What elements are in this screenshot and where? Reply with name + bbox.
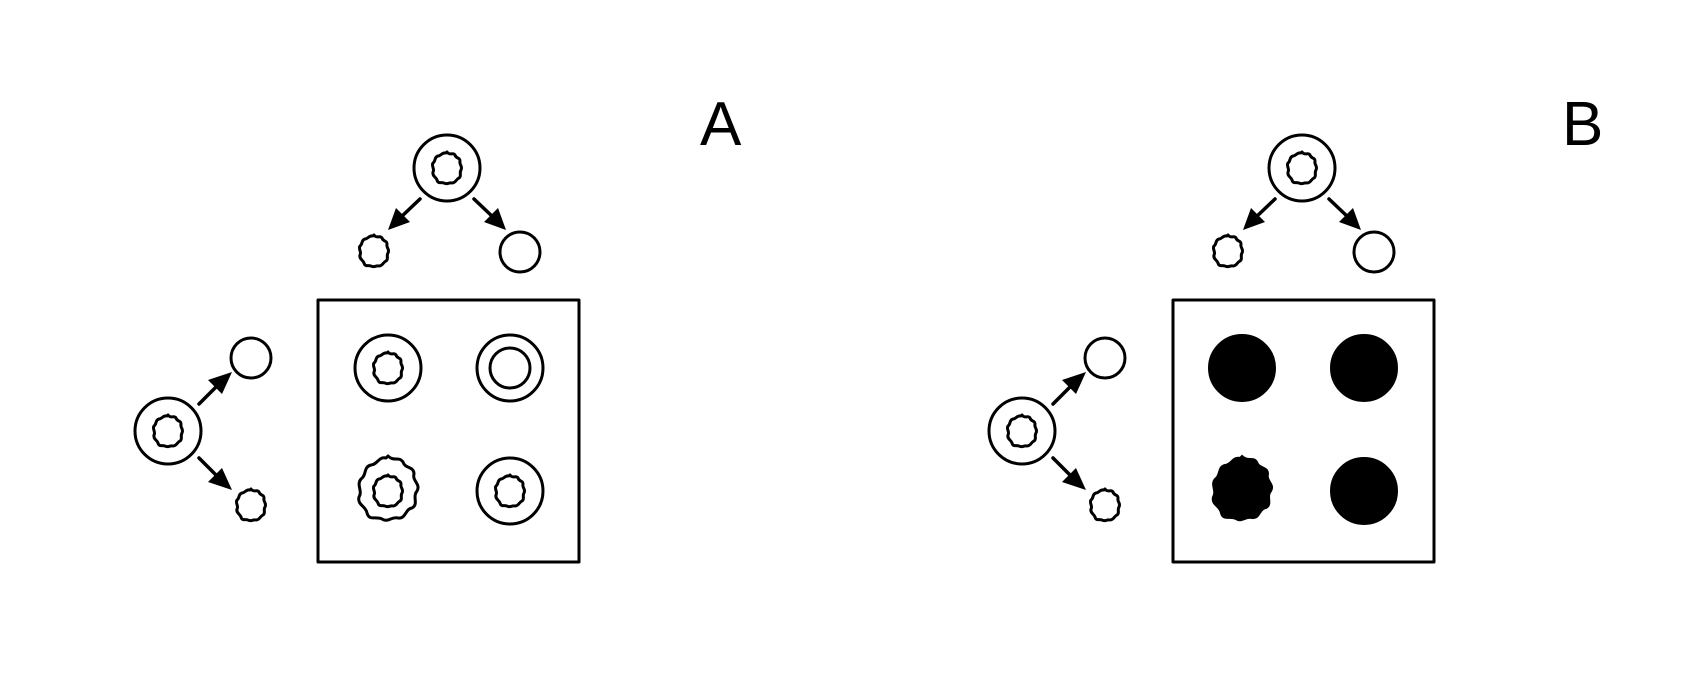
left-down-arrow bbox=[1051, 456, 1086, 490]
top-star-offspring bbox=[357, 233, 391, 269]
panel-a bbox=[133, 133, 581, 564]
panel-b bbox=[987, 133, 1436, 564]
panel-b-label: B bbox=[1562, 90, 1603, 159]
top-right-arrow bbox=[1327, 197, 1361, 230]
cell-b-4-filled-circle bbox=[1330, 457, 1398, 525]
top-parent-cell bbox=[1267, 133, 1337, 203]
left-up-arrow bbox=[1051, 372, 1086, 406]
left-parent-cell bbox=[133, 396, 203, 466]
cell-b-2-filled-circle bbox=[1330, 334, 1398, 402]
top-left-arrow bbox=[388, 197, 422, 230]
top-star-offspring bbox=[1211, 233, 1245, 269]
grid-box-a bbox=[316, 298, 581, 564]
cell-a-2-circle-in-circle bbox=[475, 333, 545, 403]
top-right-arrow bbox=[472, 197, 506, 230]
left-parent-cell bbox=[987, 396, 1057, 466]
top-parent-cell bbox=[412, 133, 482, 203]
left-star-offspring bbox=[234, 487, 268, 523]
top-left-arrow bbox=[1243, 197, 1277, 230]
grid-box-b bbox=[1171, 298, 1436, 564]
left-circle-offspring bbox=[1083, 336, 1127, 380]
top-circle-offspring bbox=[1352, 230, 1396, 274]
cell-b-1-filled-circle bbox=[1208, 334, 1276, 402]
top-circle-offspring bbox=[498, 230, 542, 274]
cell-a-1-star-in-circle bbox=[353, 333, 423, 403]
left-star-offspring bbox=[1088, 487, 1122, 523]
left-down-arrow bbox=[197, 456, 232, 490]
left-circle-offspring bbox=[229, 336, 273, 380]
left-up-arrow bbox=[197, 372, 232, 406]
cell-a-3-star-in-star bbox=[357, 454, 420, 522]
panel-a-label: A bbox=[700, 90, 742, 159]
cell-b-3-filled-star bbox=[1211, 455, 1274, 522]
cell-a-4-star-in-circle bbox=[475, 456, 545, 526]
